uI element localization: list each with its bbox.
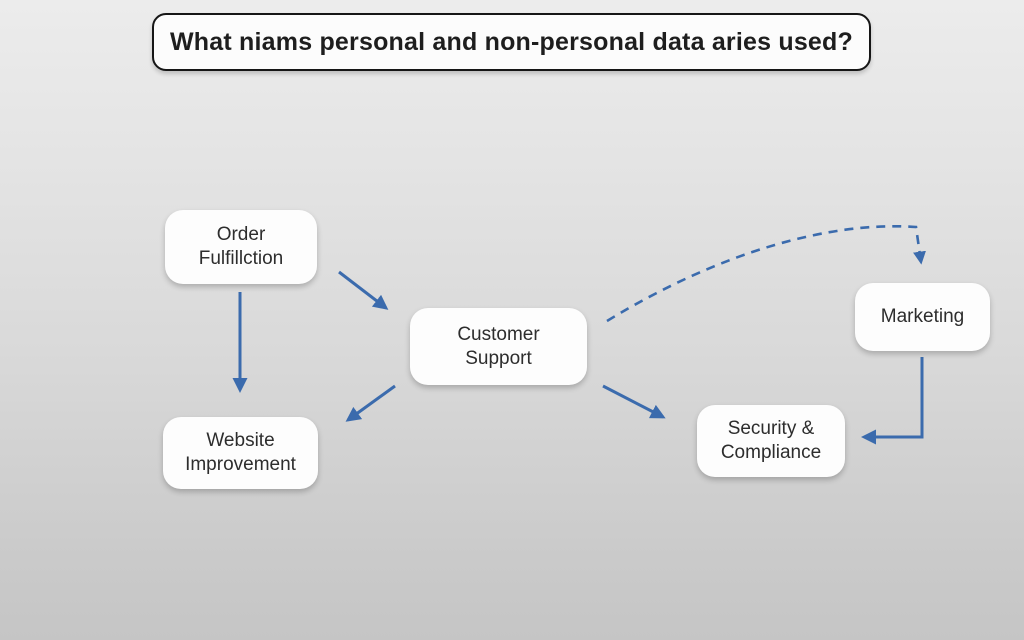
edge-marketing-to-security-arrow xyxy=(861,357,924,445)
edge-order-to-customer-arrow xyxy=(338,270,389,310)
node-website-improvement: Website Improvement xyxy=(163,417,318,489)
node-security-compliance: Security & Compliance xyxy=(697,405,845,477)
node-order-fulfillction: Order Fulfillction xyxy=(165,210,317,284)
node-marketing: Marketing xyxy=(855,283,990,351)
edge-customer-to-website-arrow xyxy=(345,384,396,422)
edge-customer-to-security-arrow xyxy=(602,384,666,419)
question-title: What niams personal and non-personal dat… xyxy=(152,13,871,71)
node-customer-support: Customer Support xyxy=(410,308,587,385)
